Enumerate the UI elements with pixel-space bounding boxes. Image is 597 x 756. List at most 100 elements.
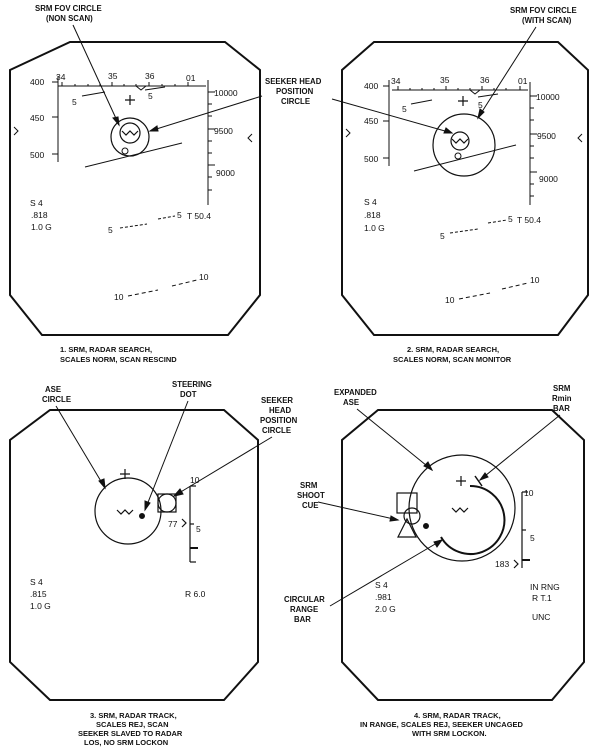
horizon-line xyxy=(413,144,517,172)
ase-circle xyxy=(94,477,162,545)
callout-label: CIRCLE xyxy=(42,395,71,404)
steering-dot xyxy=(121,147,129,155)
panel-caption: 3. SRM, RADAR TRACK, xyxy=(90,711,177,720)
callout-label: BAR xyxy=(294,615,311,624)
panel-caption: SCALES REJ, SCAN xyxy=(96,720,169,729)
arrowhead xyxy=(389,515,400,522)
status-line: .981 xyxy=(375,592,392,602)
pitch-label: 10 xyxy=(114,292,124,302)
srm-shoot-cue-square xyxy=(396,492,418,514)
altitude-scale xyxy=(207,80,253,205)
pitch-label: 5 xyxy=(402,104,407,114)
pitch-line xyxy=(449,228,479,234)
callout-label: RANGE xyxy=(290,605,318,614)
pitch-line xyxy=(501,282,529,290)
callout-label: DOT xyxy=(180,390,197,399)
airspeed-scale xyxy=(13,76,59,162)
waterline-symbol xyxy=(116,509,134,515)
callout-label: (WITH SCAN) xyxy=(522,16,572,25)
panel-4: 10 5 183 IN RNG R T.1 UNC S 4 .981 2.0 G… xyxy=(284,384,585,738)
srm-rmin-bar xyxy=(474,475,483,487)
pitch-line xyxy=(171,279,198,287)
uncaged-indicator: UNC xyxy=(532,612,550,622)
panel-caption: IN RANGE, SCALES REJ, SEEKER UNCAGED xyxy=(360,720,524,729)
airspeed-label: 450 xyxy=(364,116,378,126)
arrowhead xyxy=(112,116,120,127)
steering-dot xyxy=(423,523,429,529)
status-line: .818 xyxy=(364,210,381,220)
status-line: S 4 xyxy=(30,198,43,208)
altitude-label: 10000 xyxy=(214,88,238,98)
boresight-cross xyxy=(456,476,466,486)
status-line: S 4 xyxy=(375,580,388,590)
waterline-symbol xyxy=(451,507,469,513)
pitch-label: 5 xyxy=(108,225,113,235)
seeker-head-circle xyxy=(157,493,177,513)
heading-tick: 34 xyxy=(56,72,66,82)
heading-tick: 34 xyxy=(391,76,401,86)
status-line: 1.0 G xyxy=(31,222,52,232)
pitch-line xyxy=(477,93,499,98)
pitch-line xyxy=(144,86,166,91)
panel-caption: LOS, NO SRM LOCKON xyxy=(84,738,168,747)
callout-label: CIRCULAR xyxy=(284,595,325,604)
callout-label: SRM xyxy=(300,481,317,490)
srm-shoot-cue-triangle xyxy=(397,517,417,538)
hud-outline xyxy=(9,41,261,336)
pitch-line xyxy=(127,289,159,297)
panel-2: 34 35 36 01 400 450 500 10000 9500 9000 … xyxy=(331,6,589,364)
boresight-cross xyxy=(125,95,135,105)
leader-line xyxy=(144,400,189,511)
status-line: 1.0 G xyxy=(364,223,385,233)
pitch-label: 5 xyxy=(508,214,513,224)
callout-label: SEEKER xyxy=(261,396,293,405)
airspeed-label: 450 xyxy=(30,113,44,123)
closure-rate: 77 xyxy=(168,519,178,529)
callout-label: SEEKER HEAD xyxy=(265,77,322,86)
altitude-label: 9500 xyxy=(214,126,233,136)
status-line: .818 xyxy=(31,210,48,220)
arrowhead xyxy=(172,488,184,497)
heading-tick: 35 xyxy=(440,75,450,85)
pitch-line xyxy=(487,219,508,224)
leader-line xyxy=(317,501,399,521)
heading-scale xyxy=(58,82,206,91)
seeker-head-circle xyxy=(450,131,470,151)
leader-line xyxy=(477,26,537,119)
boresight-cross xyxy=(458,96,468,106)
range-scale xyxy=(513,491,530,569)
hud-outline xyxy=(341,409,585,701)
srm-fov-circle xyxy=(110,117,150,157)
pitch-label: 10 xyxy=(199,272,209,282)
callout-label: ASE xyxy=(45,385,61,394)
waterline-symbol xyxy=(121,130,139,136)
panel-caption: WITH SRM LOCKON. xyxy=(412,729,487,738)
range-readout: R T.1 xyxy=(532,593,552,603)
pitch-line xyxy=(410,99,433,105)
expanded-ase-circle xyxy=(408,454,516,562)
callout-label: SRM FOV CIRCLE xyxy=(510,6,577,15)
leader-line xyxy=(479,414,561,481)
airspeed-label: 500 xyxy=(30,150,44,160)
arrowhead xyxy=(423,461,434,472)
arrowhead xyxy=(98,478,106,490)
srm-fov-circle xyxy=(432,113,496,177)
target-readout: T 50.4 xyxy=(517,215,541,225)
leader-line xyxy=(55,405,106,489)
airspeed-scale xyxy=(345,80,390,166)
callout-label: (NON SCAN) xyxy=(46,14,93,23)
pitch-label: 5 xyxy=(148,91,153,101)
range-scale-label: 5 xyxy=(196,524,201,534)
pitch-line xyxy=(119,223,148,229)
arrowhead xyxy=(477,108,485,120)
waterline-symbol xyxy=(451,138,469,144)
callout-label: CUE xyxy=(302,501,318,510)
heading-scale xyxy=(392,86,528,95)
seeker-head-circle xyxy=(403,507,421,525)
closure-rate: 183 xyxy=(495,559,509,569)
airspeed-label: 400 xyxy=(364,81,378,91)
range-scale-label: 10 xyxy=(190,475,200,485)
callout-label: EXPANDED xyxy=(334,388,377,397)
callout-label: STEERING xyxy=(172,380,212,389)
